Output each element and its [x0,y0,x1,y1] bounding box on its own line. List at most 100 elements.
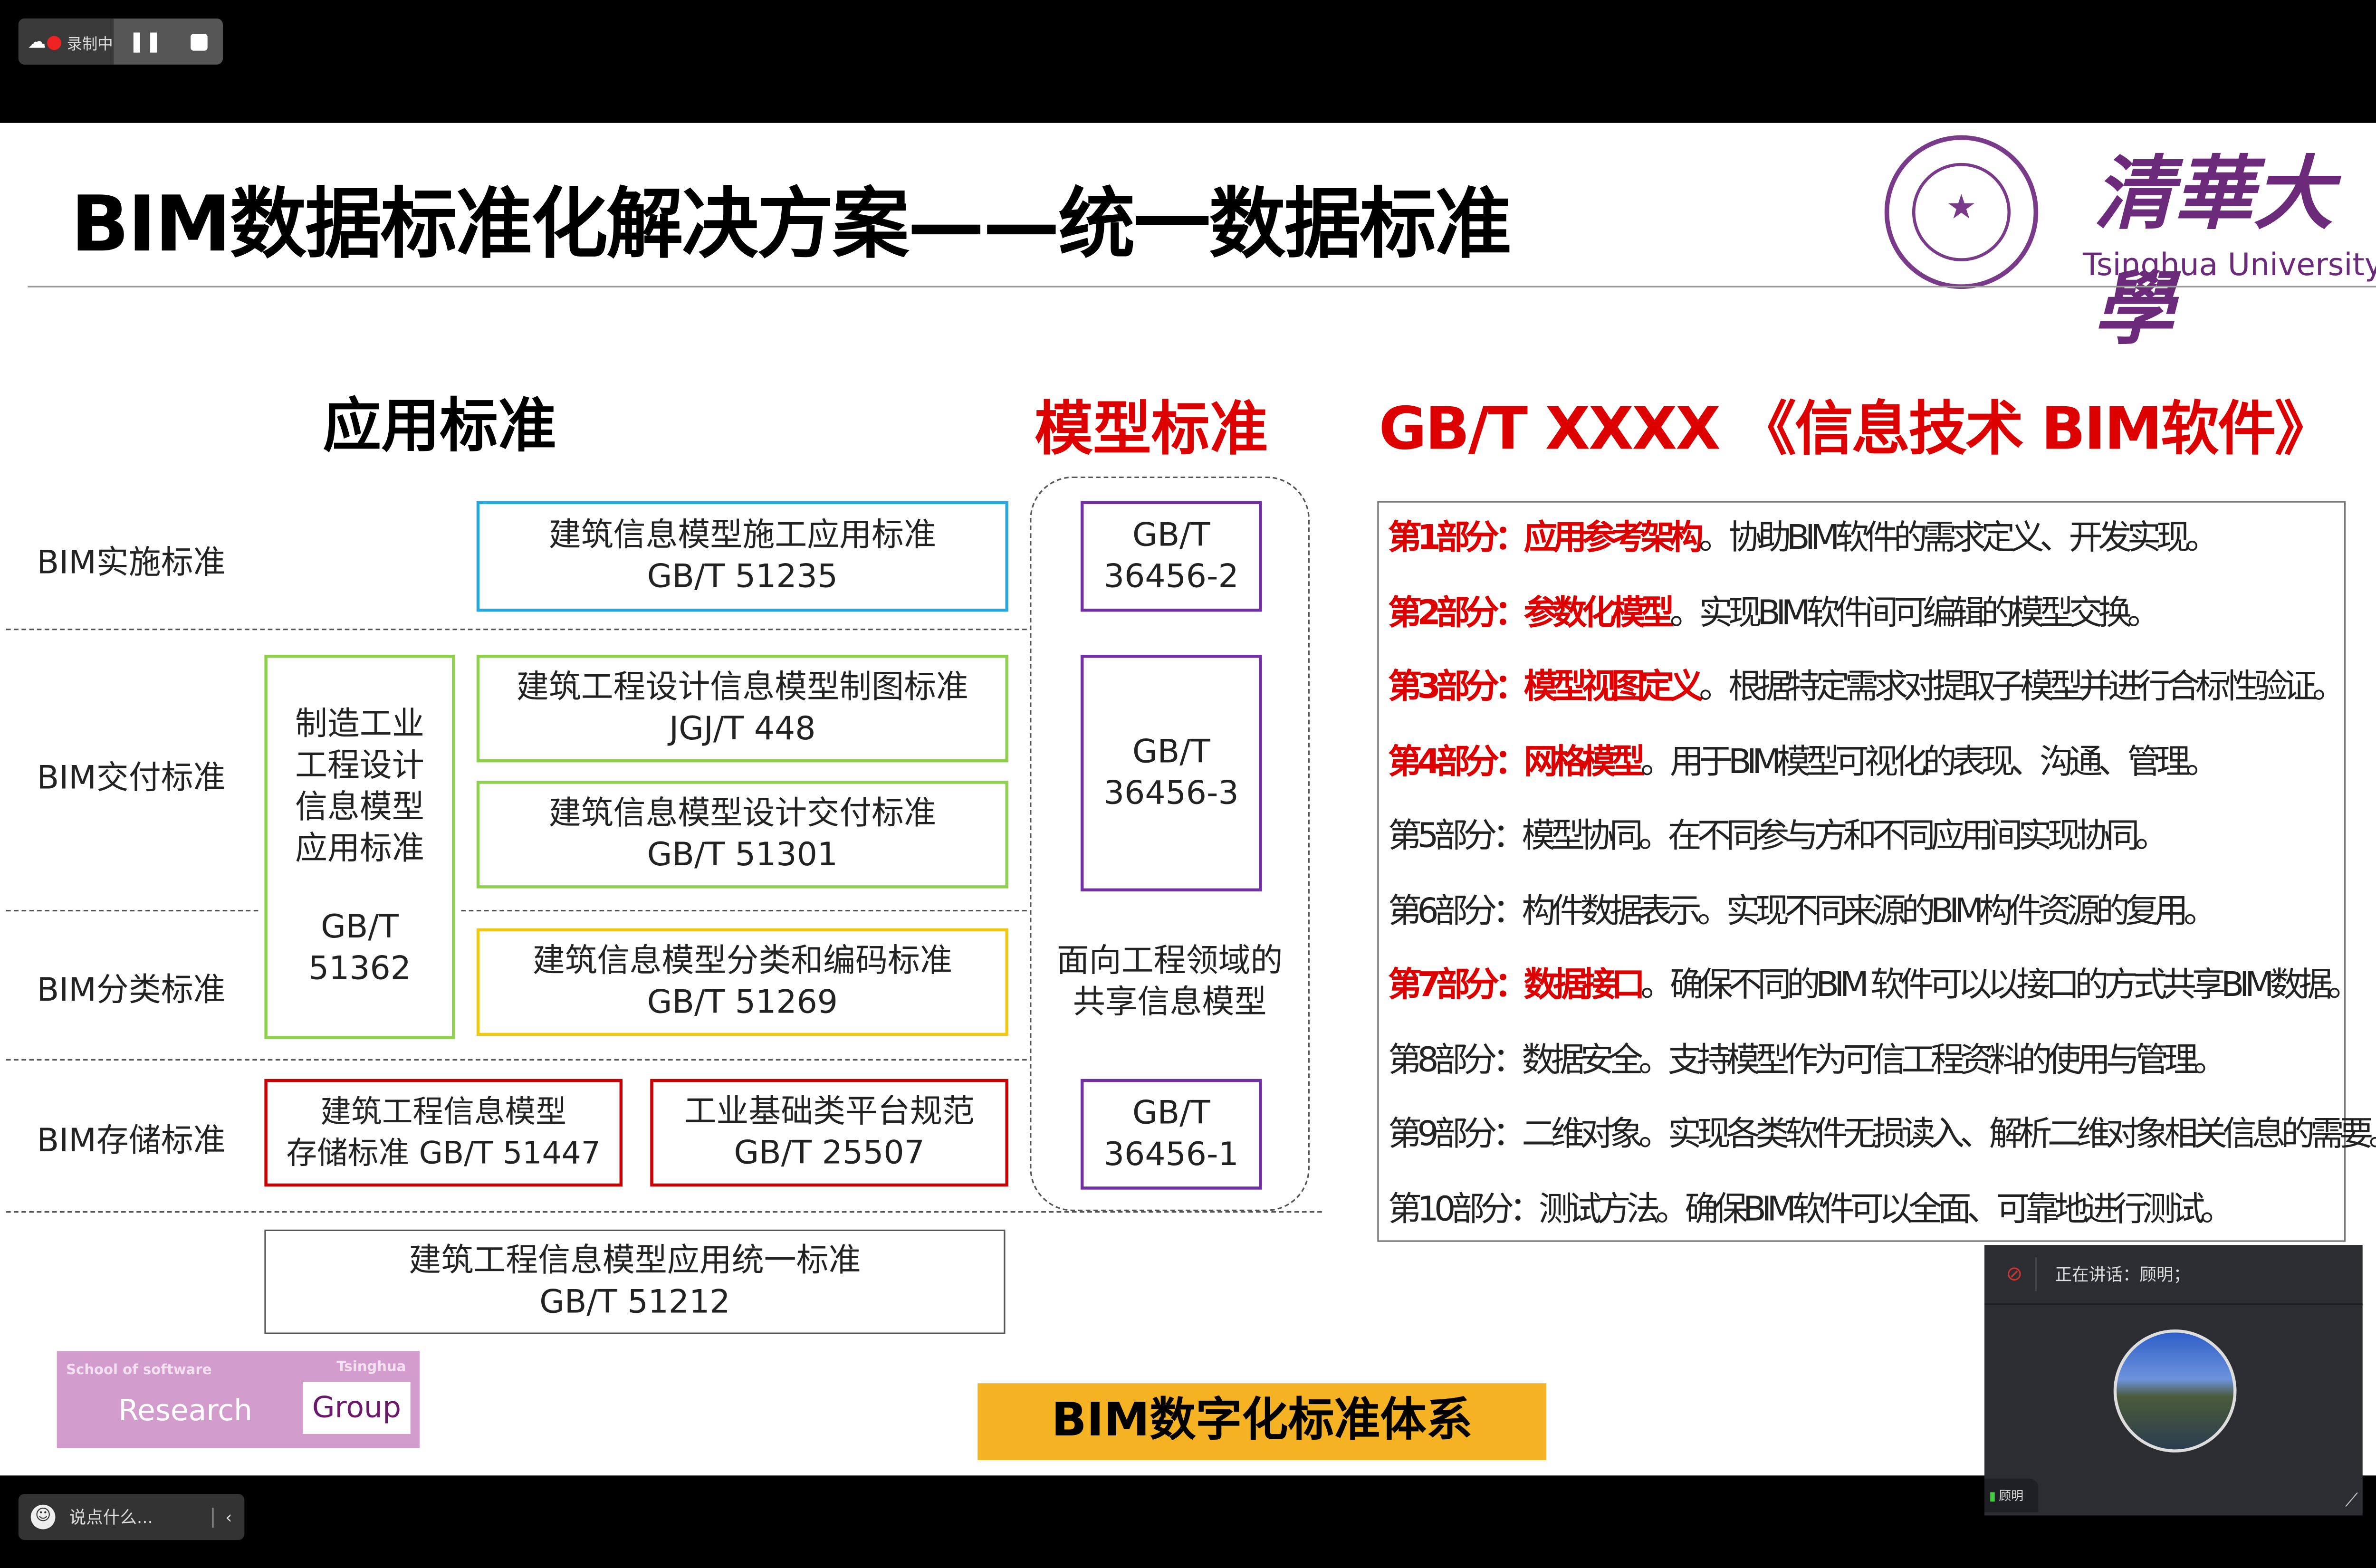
row-divider [461,909,1027,912]
part-heading: 第3部分：模型视图定义 [1388,669,1704,707]
row-divider [6,628,1027,631]
chat-input[interactable]: 说点什么... [69,1508,153,1528]
row-label-storage: BIM存储标准 [37,1122,226,1159]
tsinghua-logo-chinese: 清華大學 [2093,147,2334,357]
resize-handle-icon[interactable]: ⟋ [2345,1489,2358,1511]
box-line: 面向工程领域的 [1056,942,1283,979]
collapse-chevron-icon[interactable]: ‹ [211,1507,244,1527]
box-line: GB/T [1132,733,1210,770]
part-description: 。实现BIM软件间可编辑的模型交换。 [1669,594,2161,633]
box-code: JGJ/T 448 [669,710,816,747]
participant-name-tag: 顾明 [1999,1488,2024,1502]
mic-muted-icon: ⊘ [2006,1262,2023,1286]
box-title: 工业基础类平台规范 [684,1092,975,1130]
gbt-header: GB/T XXXX 《信息技术 BIM软件》 [1379,395,2333,463]
model-standards-group [1030,476,1310,1211]
box-title: 建筑信息模型设计交付标准 [548,794,936,832]
row-divider [6,1211,1322,1213]
part-description: 。根据特定需求对提取子模型并进行合标性验证。 [1699,669,2346,707]
box-line: 应用标准 [295,830,424,867]
slide-footer-banner: BIM数字化标准体系 [977,1383,1547,1460]
part-description: 。实现不同来源的BIM构件资源的复用。 [1697,892,2217,931]
standard-box-classification: 建筑信息模型分类和编码标准 GB/T 51269 [476,928,1008,1036]
box-line: 共享信息模型 [1073,984,1267,1021]
speaking-label: 正在讲话： [2055,1265,2140,1285]
box-line: 36456-3 [1103,774,1239,812]
pause-button[interactable]: ❚❚ [128,30,162,53]
box-line: 36456-2 [1103,558,1239,595]
row-label-implementation: BIM实施标准 [37,544,226,581]
model-box-36456-3: GB/T 36456-3 [1080,654,1262,892]
part-description: 。确保BIM软件可以全面、可靠地进行测试。 [1655,1190,2234,1229]
stop-button[interactable] [191,33,209,50]
part-heading: 第9部分：二维对象 [1388,1116,1643,1155]
mic-active-icon: ▮ [1989,1488,1996,1502]
row-divider [6,1059,1027,1061]
standard-box-platform: 工业基础类平台规范 GB/T 25507 [650,1079,1008,1187]
box-line: 工程设计 [295,747,424,784]
parts-list-box [1377,501,2346,1242]
box-title: 建筑信息模型施工应用标准 [548,516,936,554]
part-heading: 第10部分：测试方法 [1388,1190,1660,1229]
part-item: 第2部分：参数化模型。实现BIM软件间可编辑的模型交换。 [1388,585,2161,634]
slide-title: BIM数据标准化解决方案——统一数据标准 [70,180,1512,269]
standard-box-drawing: 建筑工程设计信息模型制图标准 JGJ/T 448 [476,654,1008,763]
tsinghua-seal-icon: ★ [1884,135,2039,289]
part-description: 。在不同参与方和不同应用间实现协同。 [1638,817,2169,856]
part-item: 第3部分：模型视图定义。根据特定需求对提取子模型并进行合标性验证。 [1388,660,2346,709]
part-heading: 第5部分：模型协同 [1388,817,1643,856]
part-item: 第4部分：网格模型。用于BIM模型可视化的表现、沟通、管理。 [1388,734,2220,784]
box-code: 存储标准 GB/T 51447 [286,1134,601,1171]
recording-indicator: ☁● 录制中 ❚❚ [18,18,223,65]
box-code: GB/T 51269 [647,984,838,1021]
presentation-slide: BIM数据标准化解决方案——统一数据标准 ★ 清華大學 Tsinghua Uni… [0,123,2376,1476]
part-heading: 第1部分：应用参考架构 [1388,519,1704,558]
box-line: 51362 [308,950,411,987]
part-item: 第10部分：测试方法。确保BIM软件可以全面、可靠地进行测试。 [1388,1181,2234,1231]
row-divider [6,909,259,912]
speaker-name: 顾明； [2139,1265,2191,1285]
box-code: GB/T 25507 [734,1134,925,1171]
chat-input-bar[interactable]: ☺ 说点什么... ‹ [18,1494,245,1540]
part-item: 第6部分：构件数据表示。实现不同来源的BIM构件资源的复用。 [1388,883,2217,932]
standard-box-delivery: 建筑信息模型设计交付标准 GB/T 51301 [476,781,1008,889]
box-code: GB/T 51301 [647,836,838,873]
part-item: 第5部分：模型协同。在不同参与方和不同应用间实现协同。 [1388,808,2169,858]
logo-school-text: School of software [66,1363,212,1379]
app-standards-header: 应用标准 [323,392,557,460]
part-heading: 第8部分：数据安全 [1388,1041,1643,1080]
box-line: 制造工业 [295,705,424,743]
part-heading: 第2部分：参数化模型 [1388,594,1675,633]
video-panel[interactable]: ⊘ 正在讲话： 顾明； ▮ 顾明 ⟋ [1984,1245,2363,1516]
recording-status: 录制中 [67,36,113,53]
cloud-record-icon: ☁● [28,30,62,52]
box-title: 建筑信息模型分类和编码标准 [532,942,952,979]
research-group-logo: School of software Tsinghua Research Gro… [57,1351,420,1448]
model-standards-header: 模型标准 [1034,395,1268,463]
row-label-delivery: BIM交付标准 [37,759,226,796]
part-description: 。用于BIM模型可视化的表现、沟通、管理。 [1640,743,2219,782]
shared-model-label: 面向工程领域的共享信息模型 [1039,937,1301,1027]
part-description: 。协助BIM软件的需求定义、开发实现。 [1699,519,2219,558]
box-line: 信息模型 [295,788,424,826]
title-divider [28,286,2376,287]
part-item: 第7部分：数据接口。确保不同的BIM 软件可以以接口的方式共享BIM数据。 [1388,957,2362,1007]
logo-research-text: Research [118,1394,252,1428]
box-title: 建筑工程设计信息模型制图标准 [516,669,968,706]
part-heading: 第4部分：网格模型 [1388,743,1645,782]
box-title: 建筑工程信息模型 [320,1092,566,1130]
box-line: GB/T [1132,516,1210,554]
box-title: 建筑工程信息模型应用统一标准 [409,1242,861,1279]
model-box-36456-2: GB/T 36456-2 [1080,501,1262,612]
emoji-icon[interactable]: ☺ [30,1504,56,1530]
part-heading: 第6部分：构件数据表示 [1388,892,1702,931]
logo-tsinghua-text: Tsinghua [336,1360,406,1376]
row-label-classification: BIM分类标准 [37,971,226,1008]
part-description: 。确保不同的BIM 软件可以以接口的方式共享BIM数据。 [1640,966,2361,1005]
standard-box-storage: 建筑工程信息模型存储标准 GB/T 51447 [264,1079,623,1187]
part-item: 第1部分：应用参考架构。协助BIM软件的需求定义、开发实现。 [1388,510,2220,560]
